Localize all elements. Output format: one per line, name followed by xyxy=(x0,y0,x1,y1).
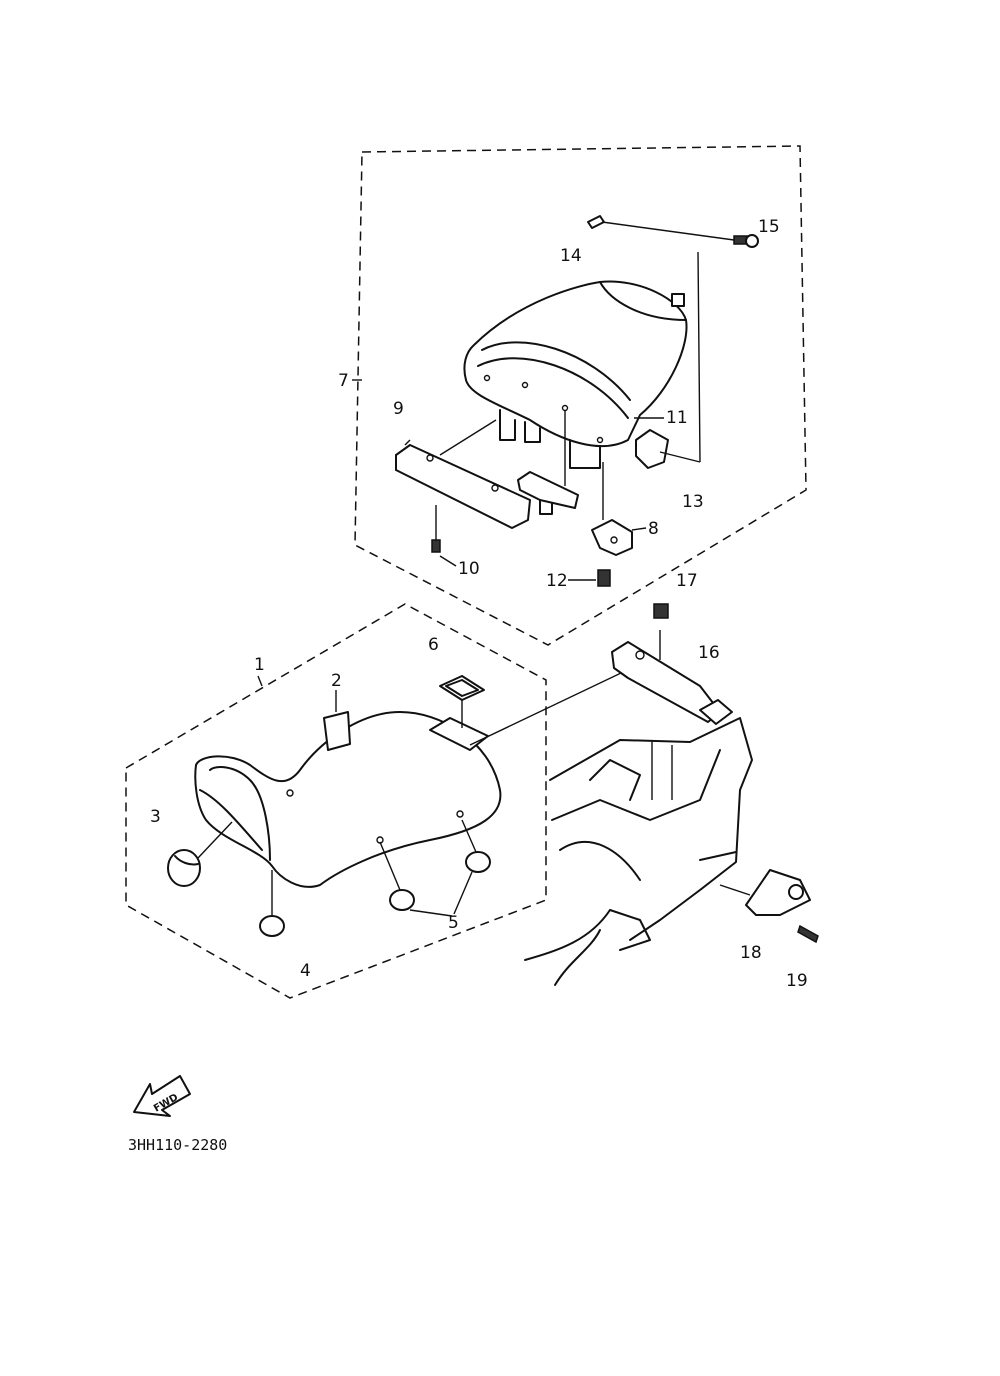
callout-3: 3 xyxy=(150,807,161,827)
callout-19: 19 xyxy=(786,971,808,991)
strap-2 xyxy=(323,690,351,751)
rear-seat-front-bracket xyxy=(395,439,531,529)
main-seat xyxy=(194,711,502,888)
callout-11: 11 xyxy=(666,408,688,428)
forward-direction-arrow: FWD xyxy=(133,1075,191,1117)
leader-14-15 xyxy=(601,221,735,241)
seat-bracket-6 xyxy=(429,663,641,751)
callout-16: 16 xyxy=(698,643,720,663)
damper-4 xyxy=(259,870,285,937)
damper-3 xyxy=(167,821,233,887)
rear-seat-cushion xyxy=(463,280,688,469)
screw-19 xyxy=(797,924,819,944)
callout-17: 17 xyxy=(676,571,698,591)
callout-5: 5 xyxy=(448,913,459,933)
callout-13: 13 xyxy=(682,492,704,512)
bolt-17 xyxy=(653,603,669,619)
seat-lock-16 xyxy=(611,630,733,725)
callout-7: 7 xyxy=(338,371,349,391)
callout-12: 12 xyxy=(546,571,568,591)
bolt-12 xyxy=(597,569,611,587)
callout-6: 6 xyxy=(428,635,439,655)
hook-8 xyxy=(591,462,633,556)
lock-bracket-13 xyxy=(635,429,701,469)
callout-8: 8 xyxy=(648,519,659,539)
callout-8-leader xyxy=(631,527,647,531)
callout-10-leader xyxy=(439,555,457,567)
leader-9 xyxy=(439,419,497,456)
callout-2: 2 xyxy=(331,671,342,691)
leader-15-13 xyxy=(697,251,701,463)
seat-lock-18 xyxy=(719,869,811,916)
diagram-code: 3HH110-2280 xyxy=(128,1136,227,1154)
pin-14 xyxy=(587,215,605,229)
screw-10 xyxy=(431,505,441,553)
rear-seat-center-bracket xyxy=(517,471,579,515)
main-seat-group-outline xyxy=(125,603,547,999)
callout-18: 18 xyxy=(740,943,762,963)
callout-1-leader xyxy=(257,675,263,687)
callout-14: 14 xyxy=(560,246,582,266)
callout-1: 1 xyxy=(254,655,265,675)
rear-seat-group-outline xyxy=(354,145,807,646)
callout-9: 9 xyxy=(393,399,404,419)
callout-4: 4 xyxy=(300,961,311,981)
callout-10: 10 xyxy=(458,559,480,579)
frame-rail xyxy=(524,717,753,986)
bolt-15 xyxy=(733,234,759,248)
damper-5 xyxy=(379,819,491,917)
callout-15: 15 xyxy=(758,217,780,237)
